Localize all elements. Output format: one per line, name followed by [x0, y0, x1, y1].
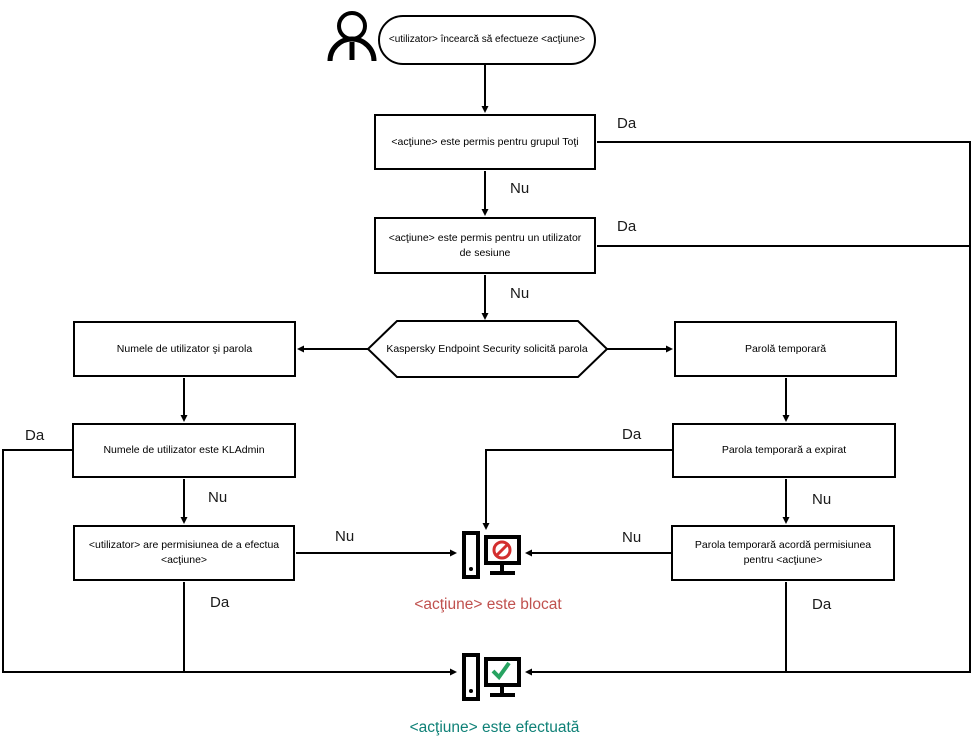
edge-label-nu-grants: Nu — [622, 529, 642, 546]
node-temporary-password-grants-permission: Parola temporară acordă permisiunea pent… — [671, 525, 895, 581]
edge-label-da-kladmin: Da — [25, 427, 45, 444]
edge-label-da-session-user: Da — [617, 218, 637, 235]
edge-label-nu-everyone: Nu — [510, 180, 530, 197]
node-password-prompt: Kaspersky Endpoint Security solicită par… — [386, 343, 588, 355]
edge-label-da-expired: Da — [622, 426, 642, 443]
edge-label-nu-expired: Nu — [812, 491, 832, 508]
start-node: <utilizator> încearcă să efectueze <acţi… — [378, 15, 596, 65]
node-action-allowed-everyone: <acţiune> este permis pentru grupul Toţi — [374, 114, 596, 170]
edge-label-nu-session-user: Nu — [510, 285, 530, 302]
edge-label-da-everyone: Da — [617, 115, 637, 132]
node-action-allowed-session-user: <acţiune> este permis pentru un utilizat… — [374, 217, 596, 274]
node-temporary-password: Parolă temporară — [674, 321, 897, 377]
person-icon — [327, 11, 377, 62]
node-user-has-permission: <utilizator> are permisiunea de a efectu… — [73, 525, 295, 581]
computer-success-icon — [462, 653, 521, 701]
edge-label-nu-kladmin: Nu — [208, 489, 228, 506]
edge-label-nu-user-permission: Nu — [335, 528, 355, 545]
edge-label-da-grants: Da — [812, 596, 832, 613]
outcome-performed-label: <acţiune> este efectuată — [409, 719, 580, 736]
node-username-is-kladmin: Numele de utilizator este KLAdmin — [72, 423, 296, 478]
connector-lines — [2, 65, 971, 676]
edge-label-da-user-permission: Da — [210, 594, 230, 611]
node-temporary-password-expired: Parola temporară a expirat — [672, 423, 896, 478]
outcome-blocked-label: <acţiune> este blocat — [414, 596, 562, 613]
node-username-and-password: Numele de utilizator şi parola — [73, 321, 296, 377]
computer-blocked-icon — [462, 531, 521, 579]
